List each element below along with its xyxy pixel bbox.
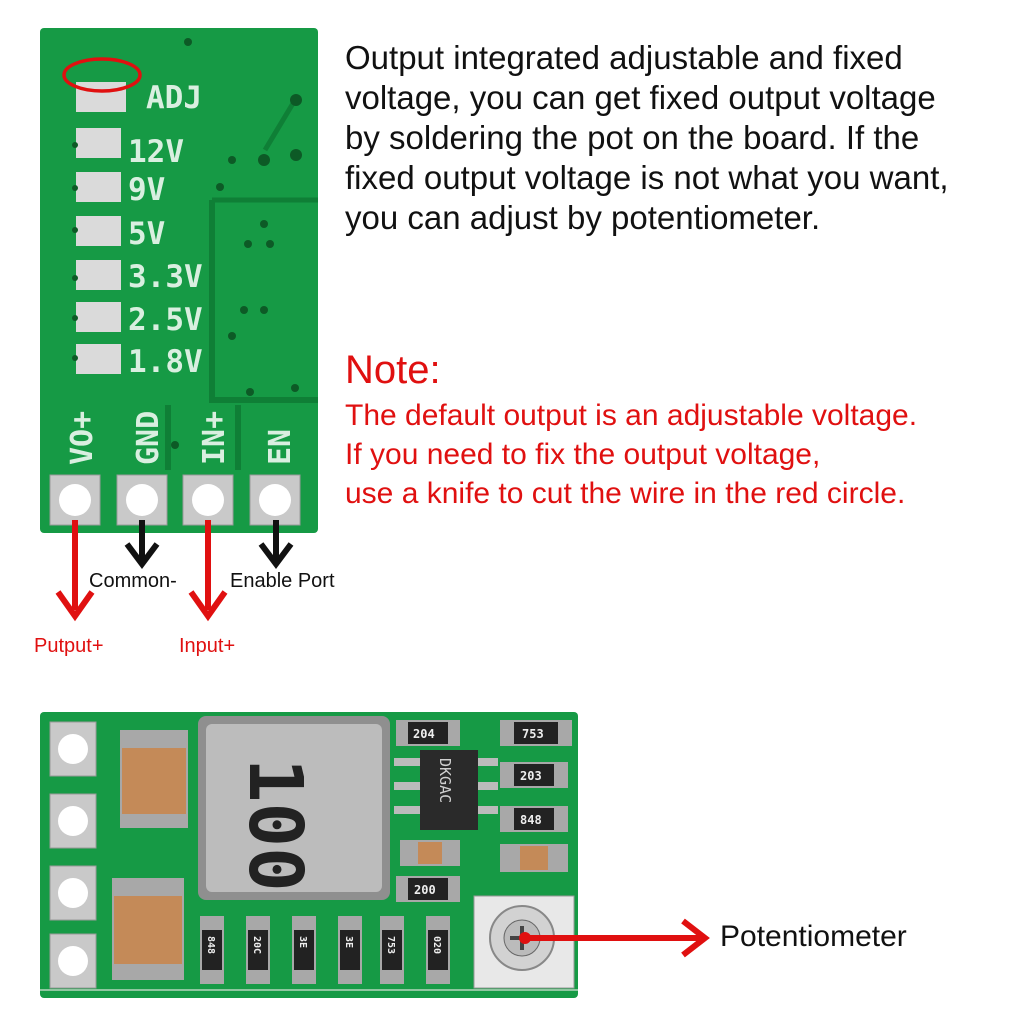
svg-text:100: 100 xyxy=(232,758,318,892)
svg-text:203: 203 xyxy=(520,769,542,783)
svg-text:848: 848 xyxy=(520,813,542,827)
pin-label-en: EN xyxy=(263,429,298,465)
svg-text:020: 020 xyxy=(431,936,442,954)
svg-text:848: 848 xyxy=(205,936,216,954)
ic-chip: DKGAC xyxy=(394,750,498,830)
svg-text:200: 200 xyxy=(414,883,436,897)
description-text: Output integrated adjustable and fixed v… xyxy=(345,39,949,236)
cut-trace-circle xyxy=(62,57,142,93)
side-header-pads xyxy=(49,721,97,989)
pin-arrows xyxy=(55,520,294,622)
svg-text:753: 753 xyxy=(385,936,396,954)
input-label: Input+ xyxy=(179,635,236,657)
voltage-label-9v: 9V xyxy=(128,172,165,208)
voltage-jumper-pads xyxy=(76,82,126,374)
svg-text:20C: 20C xyxy=(251,936,262,954)
bottom-board-photo: 100 DKGAC 204 753 203 848 200 848 20C 3E… xyxy=(40,712,578,998)
voltage-label-5v: 5V xyxy=(128,216,165,252)
svg-text:DKGAC: DKGAC xyxy=(436,758,454,803)
voltage-label-2v5: 2.5V xyxy=(128,302,203,338)
common-label: Common- xyxy=(89,570,177,592)
voltage-label-12v: 12V xyxy=(128,134,184,170)
pin-label-gnd: GND xyxy=(131,411,166,465)
voltage-label-3v3: 3.3V xyxy=(128,259,203,295)
note-title: Note: xyxy=(345,348,441,392)
svg-text:3E: 3E xyxy=(297,936,308,948)
potentiometer-label: Potentiometer xyxy=(720,920,907,953)
pin-label-in: IN+ xyxy=(197,411,232,465)
potentiometer-arrow xyxy=(519,918,710,958)
svg-text:204: 204 xyxy=(413,727,435,741)
voltage-label-adj: ADJ xyxy=(146,80,202,116)
capacitors xyxy=(112,730,188,980)
pin-label-vo: VO+ xyxy=(65,411,100,465)
voltage-label-1v8: 1.8V xyxy=(128,344,203,380)
inductor: 100 xyxy=(198,716,390,900)
output-label: Putput+ xyxy=(34,635,104,657)
svg-text:3E: 3E xyxy=(343,936,354,948)
svg-text:753: 753 xyxy=(522,727,544,741)
top-board-photo: ADJ 12V 9V 5V 3.3V 2.5V 1.8V VO+ GND IN+… xyxy=(40,28,318,533)
note-body: The default output is an adjustable volt… xyxy=(345,399,918,510)
enable-port-label: Enable Port xyxy=(230,570,335,592)
